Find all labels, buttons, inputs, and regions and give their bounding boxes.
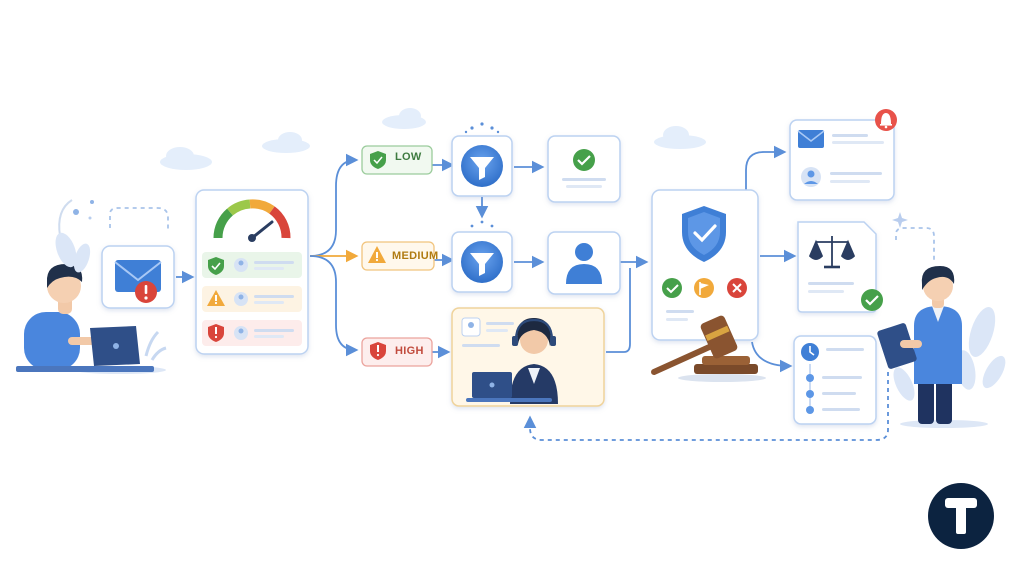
alert-icon (135, 281, 157, 303)
funnel-icon (461, 145, 503, 187)
brand-logo (928, 483, 994, 549)
shield-check-icon (682, 206, 726, 262)
decorative-leaves-left (55, 232, 91, 273)
reviewer-person (877, 266, 988, 428)
close-circle-icon (727, 278, 747, 298)
funnel-icon (461, 241, 503, 283)
headset-agent-icon (510, 318, 558, 404)
funnel-dots (464, 122, 500, 228)
agent-profile-thumb (461, 317, 514, 347)
tier-low-pill (361, 145, 433, 175)
tier-high-label: HIGH (395, 345, 424, 357)
tier-low-label: LOW (395, 151, 422, 163)
check-circle-icon (573, 149, 595, 171)
tablet-icon (877, 323, 917, 369)
connectors (109, 145, 935, 441)
clock-icon (801, 343, 819, 361)
tier-medium-label: MEDIUM (392, 250, 439, 262)
background-clouds (160, 108, 706, 170)
reviewer-card (547, 231, 621, 295)
risk-row-medium (202, 286, 302, 312)
scales-icon (808, 236, 856, 269)
user-icon (566, 243, 602, 284)
gavel-icon (651, 315, 766, 382)
tier-medium-pill (361, 241, 435, 271)
envelope-icon (797, 130, 825, 148)
bell-icon (875, 109, 897, 131)
tier-high-pill (361, 337, 433, 367)
flag-icon (694, 278, 714, 298)
laptop-icon (466, 372, 552, 402)
risk-row-high (202, 320, 302, 346)
submitter-person (16, 199, 167, 374)
check-circle-icon (662, 278, 682, 298)
check-circle-icon (861, 289, 883, 311)
gauge-icon (213, 199, 291, 242)
risk-row-low (202, 252, 302, 278)
decision-card (651, 189, 759, 341)
